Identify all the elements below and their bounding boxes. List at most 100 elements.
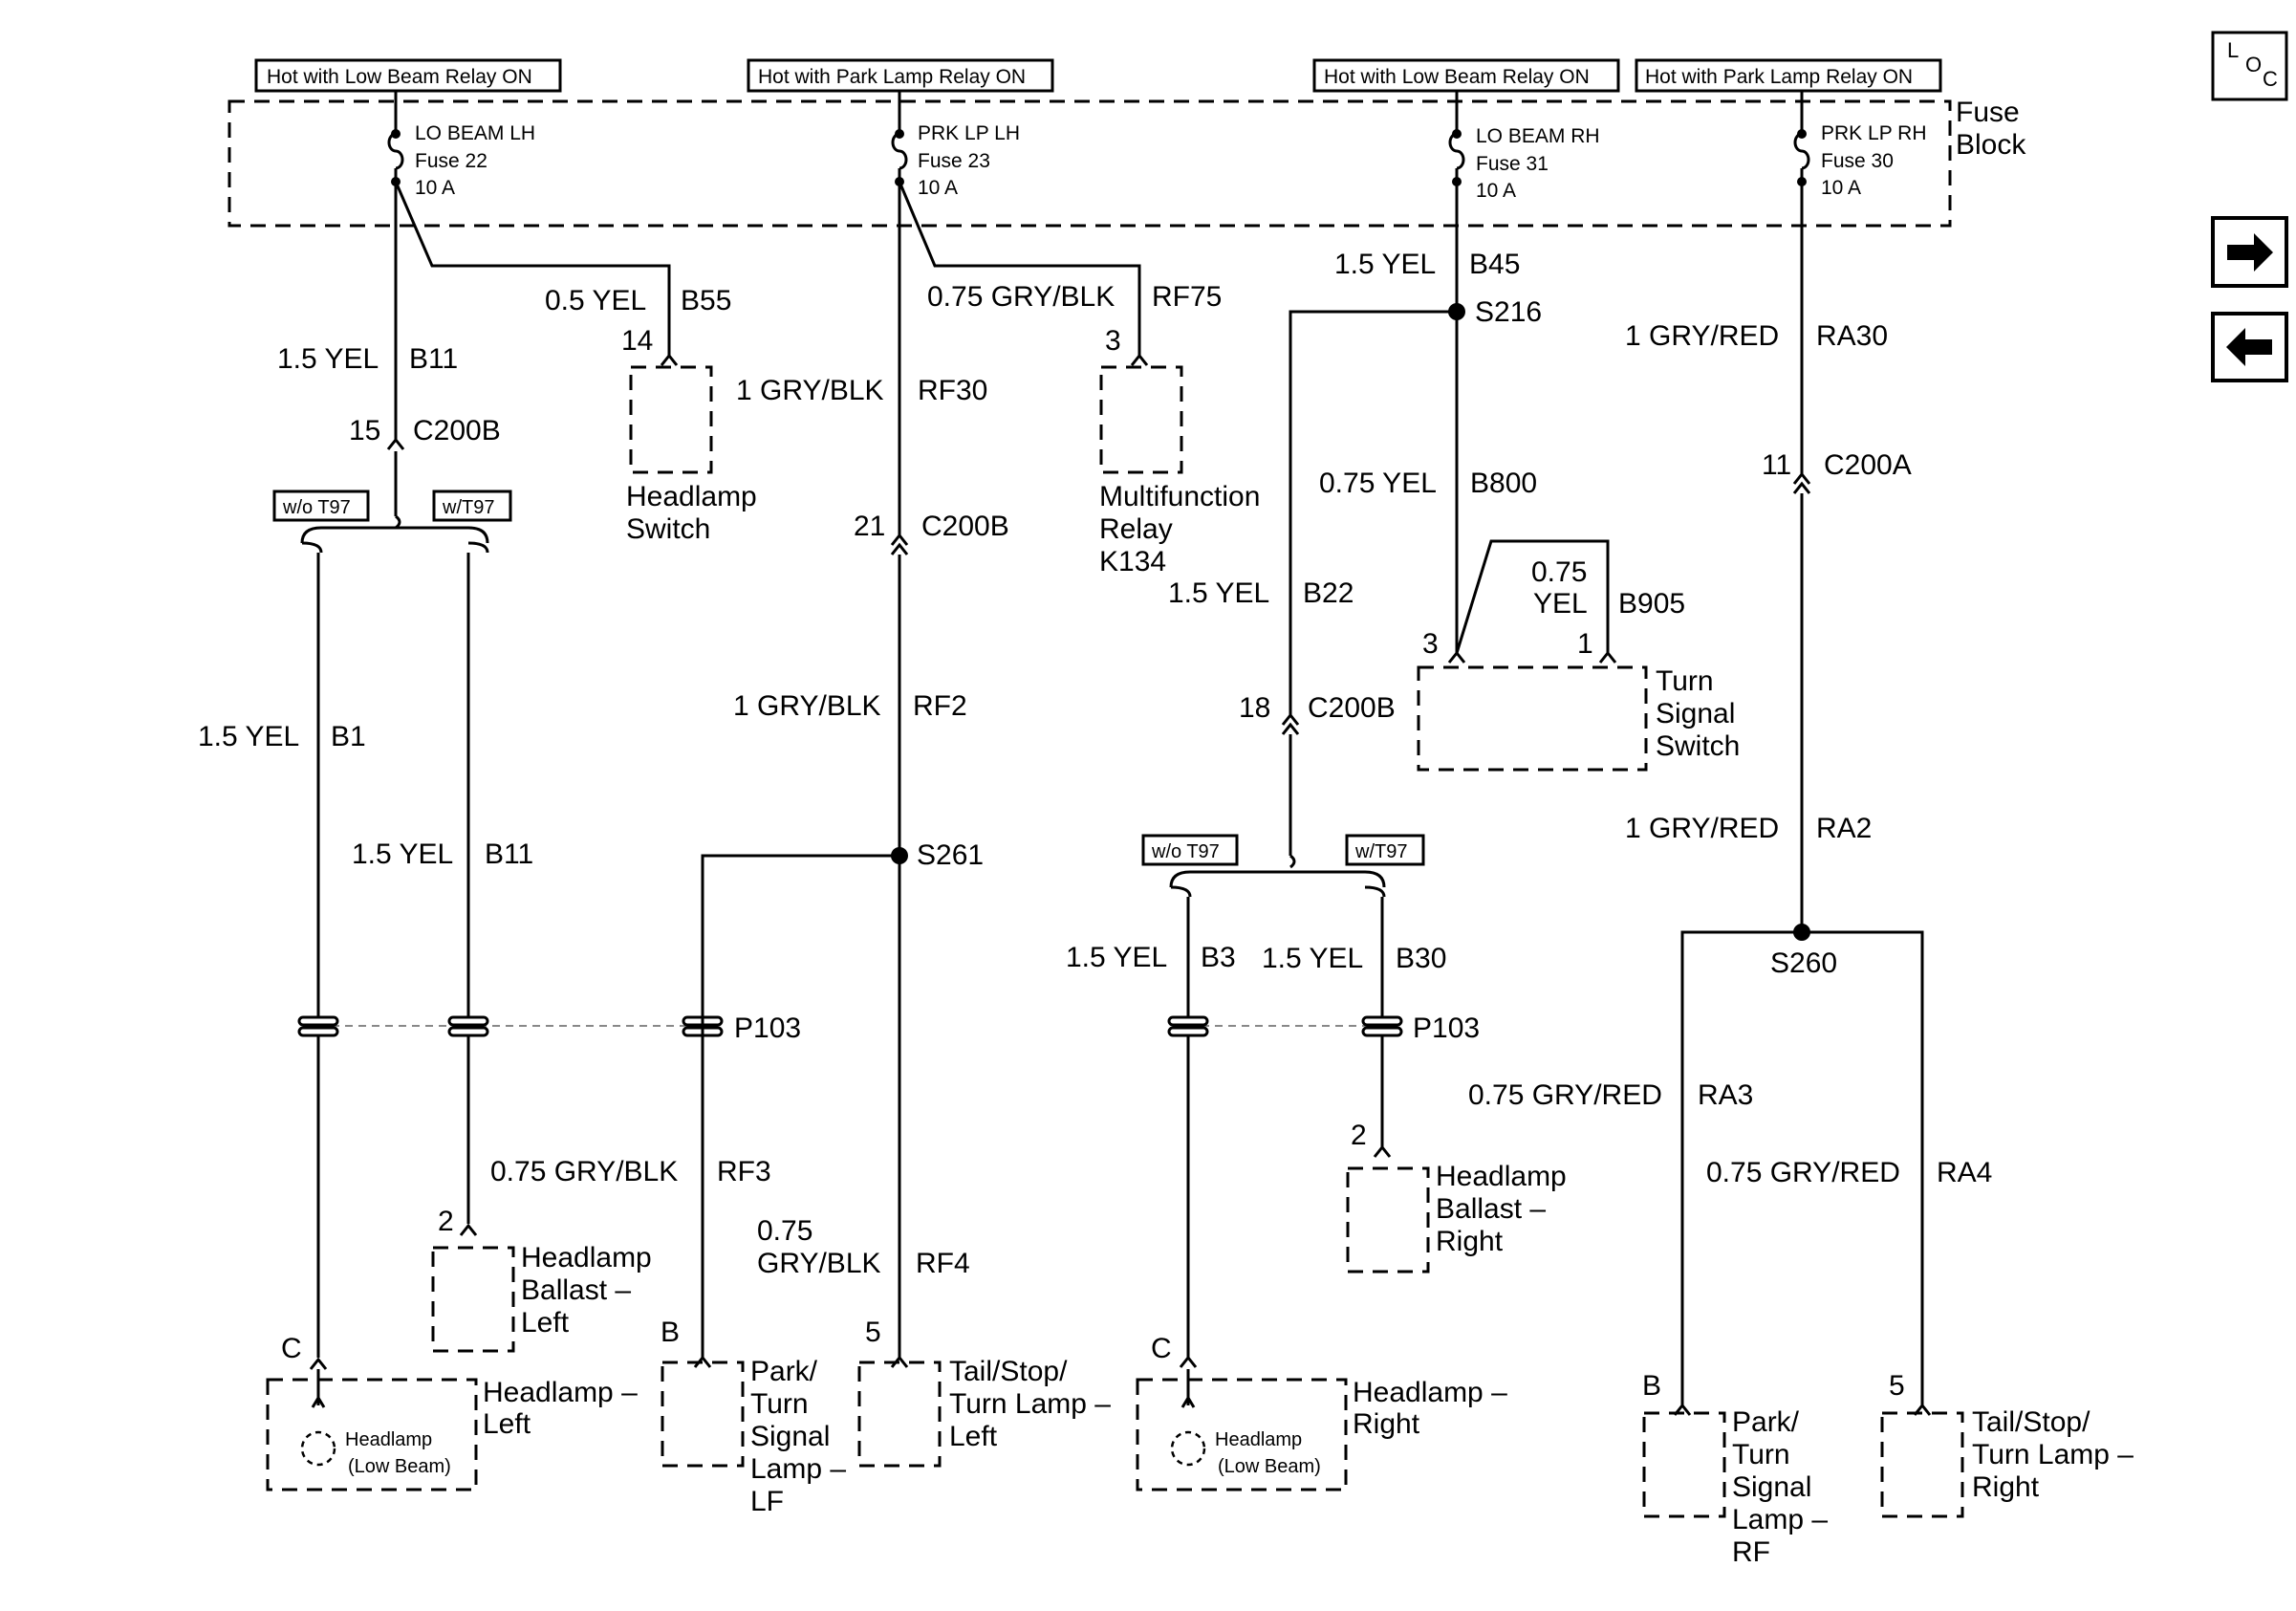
svg-text:w/T97: w/T97 bbox=[1354, 841, 1407, 862]
wire-rf75-size: 0.75 GRY/BLK bbox=[927, 281, 1115, 313]
svg-text:Ballast –: Ballast – bbox=[521, 1274, 631, 1306]
svg-text:LF: LF bbox=[750, 1486, 784, 1517]
wire-b800-circuit: B800 bbox=[1470, 468, 1537, 499]
svg-text:P103: P103 bbox=[1413, 1012, 1480, 1044]
svg-text:2: 2 bbox=[438, 1206, 454, 1237]
relay-label-park-lamp-rh: Hot with Park Lamp Relay ON bbox=[1635, 58, 1942, 93]
svg-text:Relay: Relay bbox=[1099, 513, 1173, 545]
svg-text:Left: Left bbox=[483, 1408, 531, 1440]
wire-rf30-circuit: RF30 bbox=[918, 375, 987, 406]
svg-text:Hot with Park Lamp Relay ON: Hot with Park Lamp Relay ON bbox=[1645, 66, 1913, 88]
svg-text:Left: Left bbox=[949, 1421, 998, 1452]
connector-c200b-21-name: C200B bbox=[921, 511, 1009, 542]
svg-text:14: 14 bbox=[621, 325, 653, 357]
forward-arrow-icon[interactable] bbox=[2211, 216, 2288, 288]
svg-text:3: 3 bbox=[1105, 325, 1121, 357]
svg-text:Turn: Turn bbox=[1656, 665, 1714, 697]
svg-text:1: 1 bbox=[1577, 628, 1593, 660]
wire-b905 bbox=[1455, 539, 1610, 654]
turn-signal-switch: 3 1 Turn Signal Switch bbox=[1417, 628, 1740, 772]
svg-text:Signal: Signal bbox=[1732, 1471, 1811, 1503]
svg-text:w/T97: w/T97 bbox=[442, 497, 494, 518]
svg-text:Headlamp –: Headlamp – bbox=[483, 1377, 638, 1408]
svg-text:PRK LP RH: PRK LP RH bbox=[1821, 122, 1927, 144]
wire-ra4-size: 0.75 GRY/RED bbox=[1706, 1157, 1900, 1188]
wire-b1-size: 1.5 YEL bbox=[198, 721, 299, 752]
svg-text:Lamp –: Lamp – bbox=[1732, 1504, 1828, 1535]
svg-text:Headlamp: Headlamp bbox=[1436, 1161, 1567, 1192]
wire-ra30-circuit: RA30 bbox=[1816, 320, 1888, 352]
svg-text:3: 3 bbox=[1422, 628, 1439, 660]
connector-c200b-18-pin: 18 bbox=[1239, 692, 1270, 724]
wire-rf2-size: 1 GRY/BLK bbox=[733, 690, 881, 722]
svg-text:w/o T97: w/o T97 bbox=[282, 497, 351, 518]
svg-text:Fuse 22: Fuse 22 bbox=[415, 150, 487, 172]
back-arrow-icon[interactable] bbox=[2211, 312, 2288, 382]
svg-text:LO BEAM LH: LO BEAM LH bbox=[415, 122, 535, 144]
svg-text:2: 2 bbox=[1351, 1120, 1367, 1151]
wire-b22-size: 1.5 YEL bbox=[1168, 577, 1269, 609]
wire-b11-top-size: 1.5 YEL bbox=[277, 343, 379, 375]
svg-text:Left: Left bbox=[521, 1307, 570, 1339]
connector-c200b-15-pin: 15 bbox=[349, 415, 380, 446]
wire-ra4-circuit: RA4 bbox=[1937, 1157, 1992, 1188]
wire-rf4-size-2: GRY/BLK bbox=[757, 1248, 881, 1279]
park-turn-signal-lamp-rf: B Park/ Turn Signal Lamp – RF bbox=[1642, 1370, 1828, 1568]
svg-text:C: C bbox=[1151, 1333, 1172, 1364]
svg-text:Headlamp: Headlamp bbox=[345, 1429, 432, 1450]
wire-b30-circuit: B30 bbox=[1396, 943, 1446, 974]
wire-rf75-circuit: RF75 bbox=[1152, 281, 1222, 313]
connector-c200a-11-pin: 11 bbox=[1762, 449, 1791, 481]
svg-text:Headlamp –: Headlamp – bbox=[1353, 1377, 1507, 1408]
svg-text:Turn: Turn bbox=[750, 1388, 809, 1420]
option-w-t97-right bbox=[1345, 834, 1425, 866]
connector-c200b-18-name: C200B bbox=[1308, 692, 1396, 724]
wire-ra4 bbox=[1802, 930, 1924, 1405]
splice-s216-label: S216 bbox=[1475, 296, 1542, 328]
svg-text:Fuse 23: Fuse 23 bbox=[918, 150, 990, 172]
svg-text:Switch: Switch bbox=[626, 513, 710, 545]
park-turn-signal-lamp-lf: B Park/ Turn Signal Lamp – LF bbox=[661, 1317, 846, 1517]
wire-ra30-size: 1 GRY/RED bbox=[1625, 320, 1779, 352]
wire-rf3 bbox=[701, 854, 899, 1358]
fuse-block-outline bbox=[227, 99, 1952, 228]
wire-b11-circuit: B11 bbox=[485, 838, 533, 870]
location-icon[interactable]: L O C bbox=[2211, 31, 2288, 101]
wire-rf3-circuit: RF3 bbox=[717, 1156, 771, 1187]
svg-text:C: C bbox=[2263, 67, 2278, 91]
connector-c200b-21-pin: 21 bbox=[854, 511, 885, 542]
svg-text:Signal: Signal bbox=[1656, 698, 1735, 729]
svg-text:PRK LP LH: PRK LP LH bbox=[918, 122, 1020, 144]
svg-text:Hot with Park Lamp Relay ON: Hot with Park Lamp Relay ON bbox=[758, 66, 1026, 88]
tail-stop-turn-lamp-left: 5 Tail/Stop/ Turn Lamp – Left bbox=[857, 1317, 1111, 1468]
svg-text:Headlamp: Headlamp bbox=[626, 481, 757, 512]
wire-b11-size: 1.5 YEL bbox=[352, 838, 453, 870]
wire-ra2-size: 1 GRY/RED bbox=[1625, 813, 1779, 844]
headlamp-ballast-right: 2 Headlamp Ballast – Right bbox=[1346, 1120, 1567, 1274]
splice-s261-label: S261 bbox=[917, 839, 984, 871]
svg-text:Multifunction: Multifunction bbox=[1099, 481, 1260, 512]
relay-label-lo-beam-lh: Hot with Low Beam Relay ON bbox=[254, 58, 562, 93]
wire-b905-size: 0.75 bbox=[1531, 556, 1587, 588]
wire-b55-size: 0.5 YEL bbox=[545, 285, 646, 316]
wire-rf4-size: 0.75 bbox=[757, 1215, 812, 1247]
wire-rf75 bbox=[898, 181, 1141, 356]
wire-rf4-circuit: RF4 bbox=[916, 1248, 970, 1279]
wire-b55 bbox=[394, 181, 671, 356]
svg-text:(Low Beam): (Low Beam) bbox=[348, 1456, 451, 1477]
multifunction-relay-k134: 3 Multifunction Relay K134 bbox=[1099, 325, 1260, 577]
svg-text:K134: K134 bbox=[1099, 546, 1166, 577]
wire-ra2-circuit: RA2 bbox=[1816, 813, 1872, 844]
svg-text:5: 5 bbox=[865, 1317, 881, 1348]
wire-ra3-circuit: RA3 bbox=[1698, 1079, 1753, 1111]
wire-b11-top-circuit: B11 bbox=[409, 343, 458, 375]
svg-text:10 A: 10 A bbox=[415, 177, 455, 199]
relay-label-lo-beam-rh: Hot with Low Beam Relay ON bbox=[1312, 58, 1620, 93]
wire-b45-size: 1.5 YEL bbox=[1334, 249, 1436, 280]
svg-text:w/o T97: w/o T97 bbox=[1151, 841, 1220, 862]
svg-text:Park/: Park/ bbox=[1732, 1406, 1800, 1438]
wire-b905-size-2: YEL bbox=[1533, 588, 1588, 620]
connector-p103-left: P103 bbox=[297, 1012, 801, 1044]
wire-b22 bbox=[1289, 310, 1457, 715]
svg-text:Headlamp: Headlamp bbox=[521, 1242, 652, 1274]
